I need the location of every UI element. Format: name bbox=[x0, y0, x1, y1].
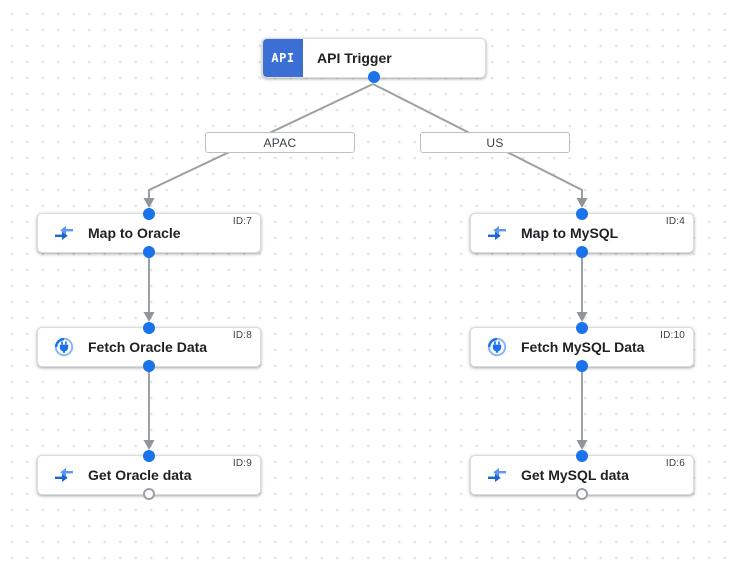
output-port-open[interactable] bbox=[576, 488, 588, 500]
task-id-label: ID:10 bbox=[660, 330, 685, 341]
task-title: Fetch MySQL Data bbox=[521, 339, 645, 355]
output-port[interactable] bbox=[576, 360, 588, 372]
task-id-label: ID:9 bbox=[232, 458, 252, 469]
task-id-label: ID:7 bbox=[232, 216, 252, 227]
edge-arrow bbox=[576, 440, 588, 450]
input-port[interactable] bbox=[143, 322, 155, 334]
task-node-map-to-mysql[interactable]: ID:4 Map to MySQL bbox=[470, 208, 694, 258]
task-node-get-oracle-data[interactable]: ID:9 Get Oracle data bbox=[37, 450, 261, 500]
data-mapping-icon bbox=[52, 225, 76, 241]
task-node-fetch-mysql-data[interactable]: ID:10 Fetch MySQL Data bbox=[470, 322, 694, 372]
input-port[interactable] bbox=[576, 322, 588, 334]
task-node-get-mysql-data[interactable]: ID:6 Get MySQL data bbox=[470, 450, 694, 500]
task-id-label: ID:4 bbox=[665, 216, 685, 227]
data-mapping-icon bbox=[52, 467, 76, 483]
task-title: Get Oracle data bbox=[88, 467, 192, 483]
input-port[interactable] bbox=[576, 208, 588, 220]
input-port[interactable] bbox=[143, 450, 155, 462]
connector-icon bbox=[52, 337, 76, 357]
connector-icon bbox=[485, 337, 509, 357]
task-title: Map to MySQL bbox=[521, 225, 619, 241]
edge-arrow bbox=[143, 198, 155, 208]
data-mapping-icon bbox=[485, 225, 509, 241]
task-id-label: ID:6 bbox=[665, 458, 685, 469]
output-port-open[interactable] bbox=[143, 488, 155, 500]
output-port[interactable] bbox=[143, 360, 155, 372]
api-trigger-icon: API bbox=[263, 39, 303, 77]
branch-label-apac[interactable]: APAC bbox=[205, 132, 355, 153]
edge-arrow bbox=[143, 440, 155, 450]
edge-trigger-to-us bbox=[372, 83, 583, 199]
task-node-map-to-oracle[interactable]: ID:7 Map to Oracle bbox=[37, 208, 261, 258]
output-port[interactable] bbox=[576, 246, 588, 258]
task-id-label: ID:8 bbox=[232, 330, 252, 341]
task-title: Get MySQL data bbox=[521, 467, 629, 483]
trigger-output-port[interactable] bbox=[368, 71, 380, 83]
edge-trigger-to-apac bbox=[148, 83, 374, 199]
task-title: Map to Oracle bbox=[88, 225, 181, 241]
trigger-title: API Trigger bbox=[317, 50, 392, 66]
task-title: Fetch Oracle Data bbox=[88, 339, 208, 355]
edge-arrow bbox=[576, 312, 588, 322]
edge-arrow bbox=[143, 312, 155, 322]
branch-label-us[interactable]: US bbox=[420, 132, 570, 153]
data-mapping-icon bbox=[485, 467, 509, 483]
task-node-fetch-oracle-data[interactable]: ID:8 Fetch Oracle Data bbox=[37, 322, 261, 372]
output-port[interactable] bbox=[143, 246, 155, 258]
edge-arrow bbox=[576, 198, 588, 208]
input-port[interactable] bbox=[143, 208, 155, 220]
input-port[interactable] bbox=[576, 450, 588, 462]
trigger-node-api[interactable]: API API Trigger bbox=[262, 38, 486, 83]
